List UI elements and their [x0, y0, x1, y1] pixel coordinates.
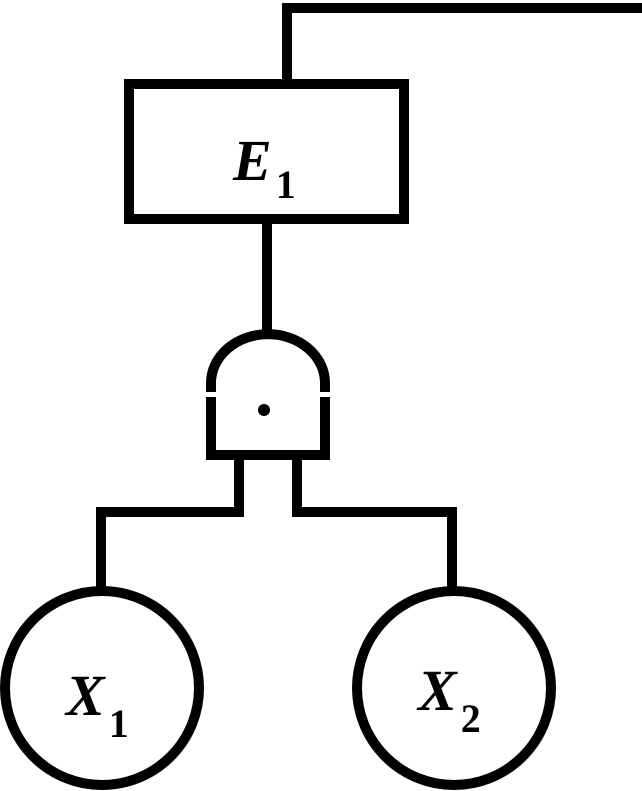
- basic-event-x2-circle: [352, 586, 556, 790]
- and-gate-dot-icon: [258, 404, 270, 416]
- and-gate-body-upper: [206, 329, 330, 392]
- gate-input-right-line: [292, 455, 457, 591]
- basic-event-x1-circle: [0, 586, 204, 790]
- gate-input-left-line: [96, 455, 244, 591]
- output-connector-line: [282, 3, 642, 84]
- and-gate-body-lower: [206, 397, 330, 460]
